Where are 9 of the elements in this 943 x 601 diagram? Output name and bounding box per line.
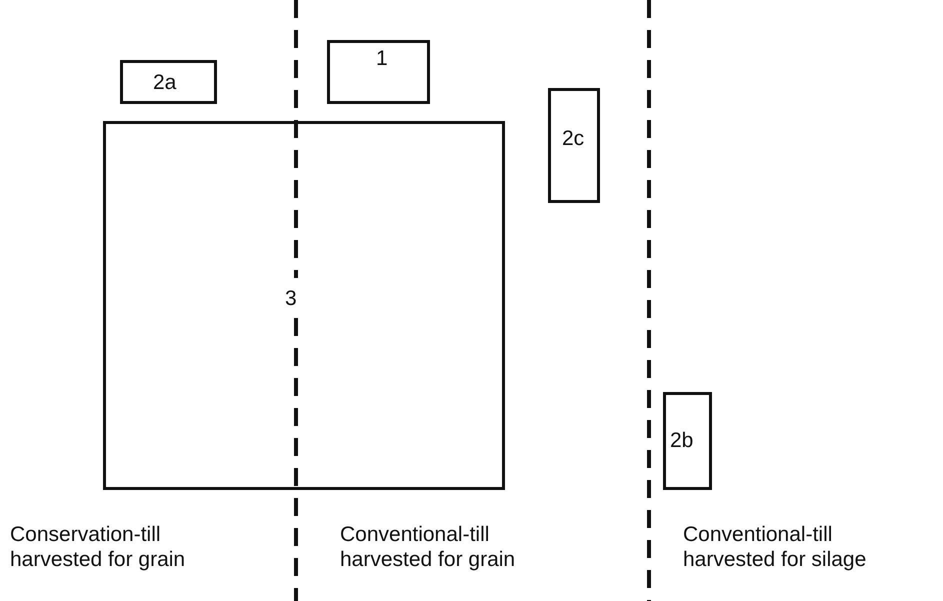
label-box: 2b [663,392,712,490]
label-box: 1 [327,40,430,104]
treatment-label: Conservation-till harvested for grain [10,522,186,572]
treatment-label: Conventional-till harvested for grain [340,522,516,572]
plot-square [103,121,505,490]
label-box: 2a [120,60,217,104]
treatment-label: Conventional-till harvested for silage [683,522,868,572]
label-box: 2c [548,88,600,203]
section-number: 3 [285,286,298,312]
